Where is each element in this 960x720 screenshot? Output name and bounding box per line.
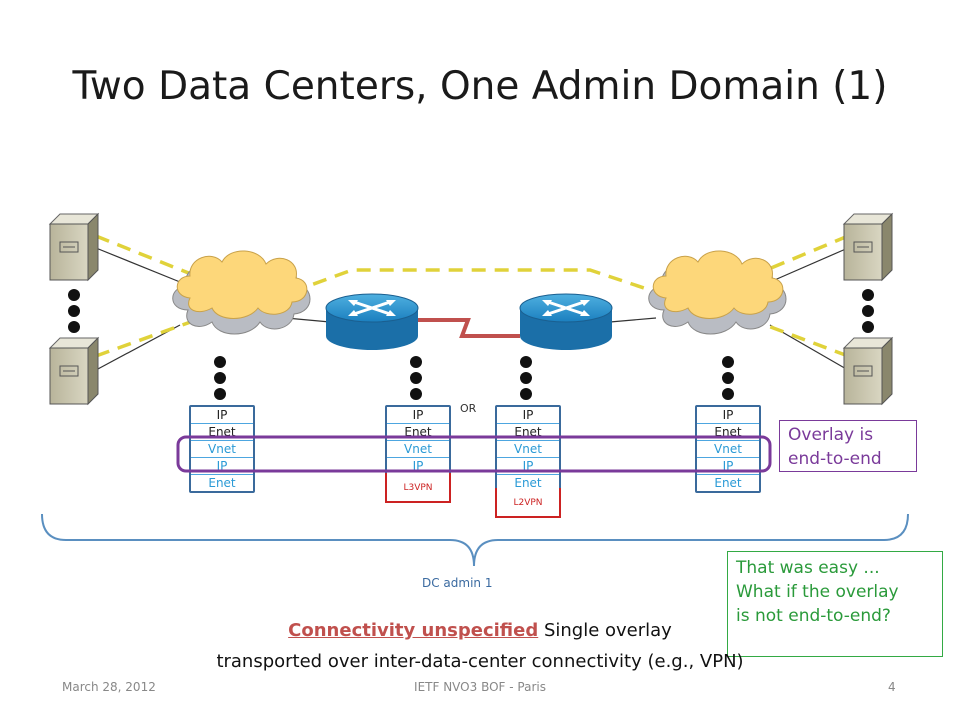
server-icon — [48, 336, 100, 406]
callout-line: Overlay is — [788, 425, 874, 445]
l2vpn-box: L2VPN — [495, 488, 561, 518]
cloud-icon — [172, 250, 311, 335]
stack-row: Enet — [514, 476, 542, 490]
server-icon — [842, 336, 894, 406]
stack-row: IP — [697, 407, 759, 424]
footer-page-number: 4 — [888, 680, 896, 694]
ellipsis-dots — [68, 289, 874, 400]
footer-event: IETF NVO3 BOF - Paris — [414, 680, 546, 694]
or-label: OR — [460, 402, 477, 415]
dc-brace — [41, 513, 909, 567]
dc-admin-label: DC admin 1 — [422, 576, 493, 590]
summary-line-2: transported over inter-data-center conne… — [216, 651, 744, 672]
wan-link — [418, 318, 520, 338]
overlay-band — [176, 435, 772, 473]
easy-callout: That was easy ... What if the overlay is… — [727, 551, 943, 657]
stack-row: Vnet — [191, 441, 253, 458]
callout-line: end-to-end — [788, 449, 882, 469]
cloud-icon — [648, 250, 787, 335]
page-title: Two Data Centers, One Admin Domain (1) — [72, 64, 888, 109]
server-icon — [842, 212, 894, 282]
router-icon — [325, 293, 419, 350]
stack-row: Vnet — [697, 441, 759, 458]
overlay-callout: Overlay is end-to-end — [779, 420, 917, 472]
footer-date: March 28, 2012 — [62, 680, 156, 694]
stack-row: Enet — [714, 476, 742, 490]
dashed-overlay-path — [95, 234, 849, 358]
protocol-stack-right: IP Enet Vnet IP Enet — [695, 405, 761, 493]
stack-row: Enet — [208, 476, 236, 490]
callout-line: What if the overlay — [736, 582, 899, 602]
router-icon — [519, 293, 613, 350]
summary-line-1: Connectivity unspecified Single overlay — [0, 620, 960, 641]
summary-line-1-rest: Single overlay — [538, 620, 672, 641]
stack-row: IP — [191, 458, 253, 475]
stack-row: IP — [387, 407, 449, 424]
stack-row: IP — [412, 459, 424, 473]
l3vpn-box: L3VPN — [385, 473, 451, 503]
server-icon — [48, 212, 100, 282]
stack-row: IP — [497, 458, 559, 475]
stack-row: IP — [697, 458, 759, 475]
connectivity-emphasis: Connectivity unspecified — [288, 620, 539, 641]
stack-row: Vnet — [497, 441, 559, 458]
stack-row: IP — [497, 407, 559, 424]
stack-row: IP — [191, 407, 253, 424]
stack-row: Vnet — [387, 441, 449, 458]
callout-line: is not end-to-end? — [736, 606, 891, 626]
server-links — [95, 247, 849, 371]
callout-line: That was easy ... — [736, 558, 880, 578]
